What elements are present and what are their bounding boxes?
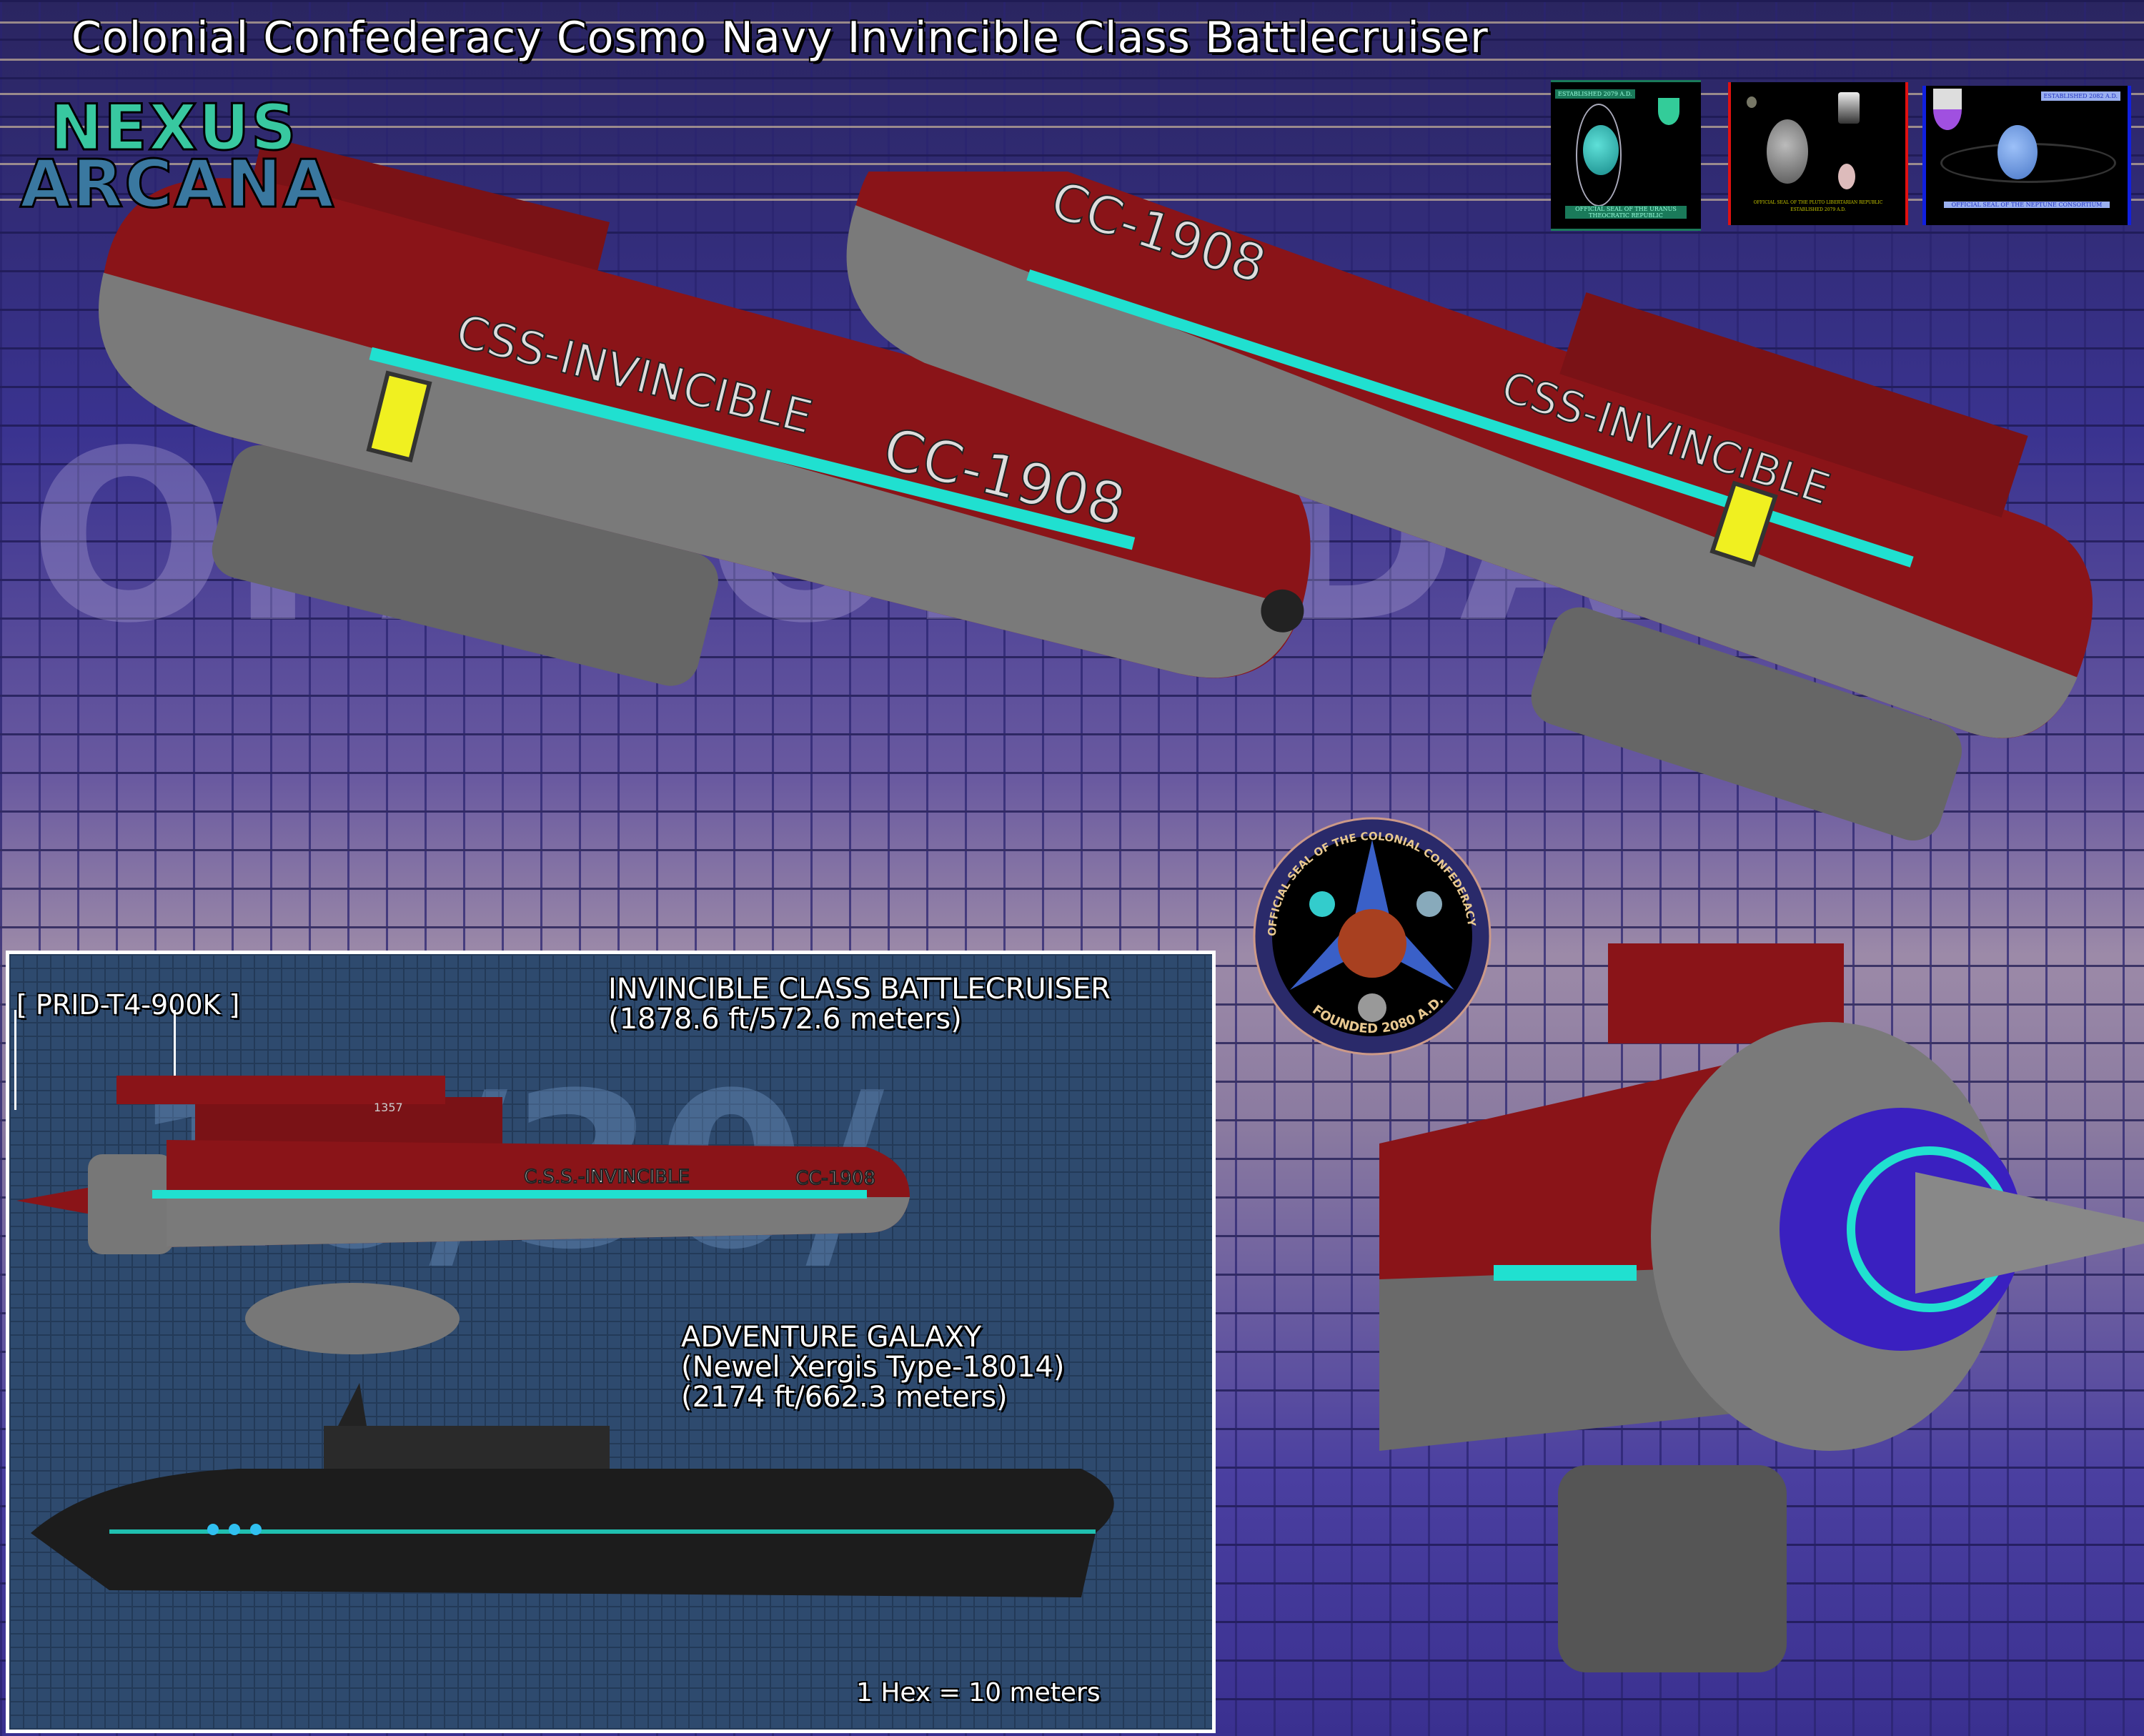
cyan-strip [1026,269,1914,567]
mars-planet [1338,909,1406,978]
logo-arcana: ARCANA [19,146,335,222]
stern-cone [16,1186,95,1215]
shield-icon [1933,89,1962,130]
ventral-pod [212,445,718,686]
ship-designation: [ PRID-T4-900K ] [16,989,240,1021]
divider [0,59,2144,61]
neptune-planet [1997,125,2038,179]
page-title: Colonial Confederacy Cosmo Navy Invincib… [71,13,1489,63]
ventral-pod [1558,1465,1787,1672]
battlecruiser-render-rear: CC-1908 CSS-INVINCIBLE [846,172,2093,841]
comparison-panel: 10/30/ [ PRID-T4-900K ] INVINCIBLE CLASS… [6,951,1216,1733]
uranus-seal: ESTABLISHED 2079 A.D. OFFICIAL SEAL OF T… [1551,80,1701,231]
battlecruiser-render-stern [1379,943,2144,1672]
scale-legend: 1 Hex = 10 meters [856,1678,1101,1707]
hatch-light [366,370,432,462]
colonial-confederacy-seal: OFFICIAL SEAL OF THE COLONIAL CONFEDERAC… [1253,817,1492,1056]
bridge-deck [116,1076,445,1104]
cyan-strip [152,1190,867,1199]
superstructure [1559,292,2028,517]
hull-lower [846,205,2078,738]
engine-glow [1780,1108,2023,1351]
ship1-title: INVINCIBLE CLASS BATTLECRUISER [608,973,1111,1006]
badge-icon [1838,92,1860,124]
bridge-number: 1357 [374,1101,403,1114]
cyan-strip [369,347,1136,550]
hatch-light [1709,480,1778,567]
neptune-planet [1416,891,1442,917]
bracket-line [14,1010,16,1110]
hull-number-label: CC-1908 [795,1168,875,1189]
seal-caption: OFFICIAL SEAL OF THE PLUTO LIBERTARIAN R… [1753,200,1883,205]
port-light [250,1524,262,1535]
seal-banner: ESTABLISHED 2082 A.D. [2040,91,2120,101]
divider [0,93,2144,95]
superstructure [324,1426,610,1476]
battlecruiser-render-front: CSS-INVINCIBLE CC-1908 [99,143,1311,686]
uranus-planet [1309,891,1335,917]
ship2-type: (Newel Xergis Type-18014) [681,1351,1065,1384]
engine-cone [1915,1172,2144,1294]
engine [88,1154,174,1254]
moon [1747,96,1757,108]
divider [0,163,2144,165]
seal-caption: OFFICIAL SEAL OF THE NEPTUNE CONSORTIUM [1944,202,2110,208]
neptune-seal: ESTABLISHED 2082 A.D. OFFICIAL SEAL OF T… [1922,86,2131,225]
ventral-pod [245,1283,460,1354]
divider [0,21,2144,24]
superstructure [195,1097,502,1147]
port-light [207,1524,219,1535]
seal-banner: ESTABLISHED 2079 A.D. [1555,89,1635,99]
mast [338,1383,367,1426]
seal-established: ESTABLISHED 2079 A.D. [1790,207,1846,212]
invincible-side-view: 1357 C.S.S.-INVINCIBLE CC-1908 [16,1076,910,1354]
seal-caption: OFFICIAL SEAL OF THE URANUS THEOCRATIC R… [1565,206,1687,219]
bracket-line [174,1010,176,1081]
moon [1838,164,1855,189]
pluto-seal: OFFICIAL SEAL OF THE PLUTO LIBERTARIAN R… [1728,82,1908,225]
pluto-planet [1358,993,1386,1022]
divider [0,126,2144,128]
adventure-galaxy-side-view [31,1383,1114,1597]
cyan-strip [1494,1265,1637,1281]
ship2-title: ADVENTURE GALAXY [681,1321,982,1354]
ship-name-label: C.S.S.-INVINCIBLE [524,1166,690,1188]
pluto-planet [1767,119,1808,184]
port-light [229,1524,240,1535]
cyan-strip [109,1529,1096,1534]
shield-icon [1658,98,1679,125]
bow-port [1261,589,1304,633]
ship2-size: (2174 ft/662.3 meters) [681,1381,1008,1414]
ship1-size: (1878.6 ft/572.6 meters) [608,1003,962,1036]
logo-nexus: NEXUS [49,91,298,164]
ventral-pod [1531,607,1962,841]
hull-lower [167,1197,910,1247]
